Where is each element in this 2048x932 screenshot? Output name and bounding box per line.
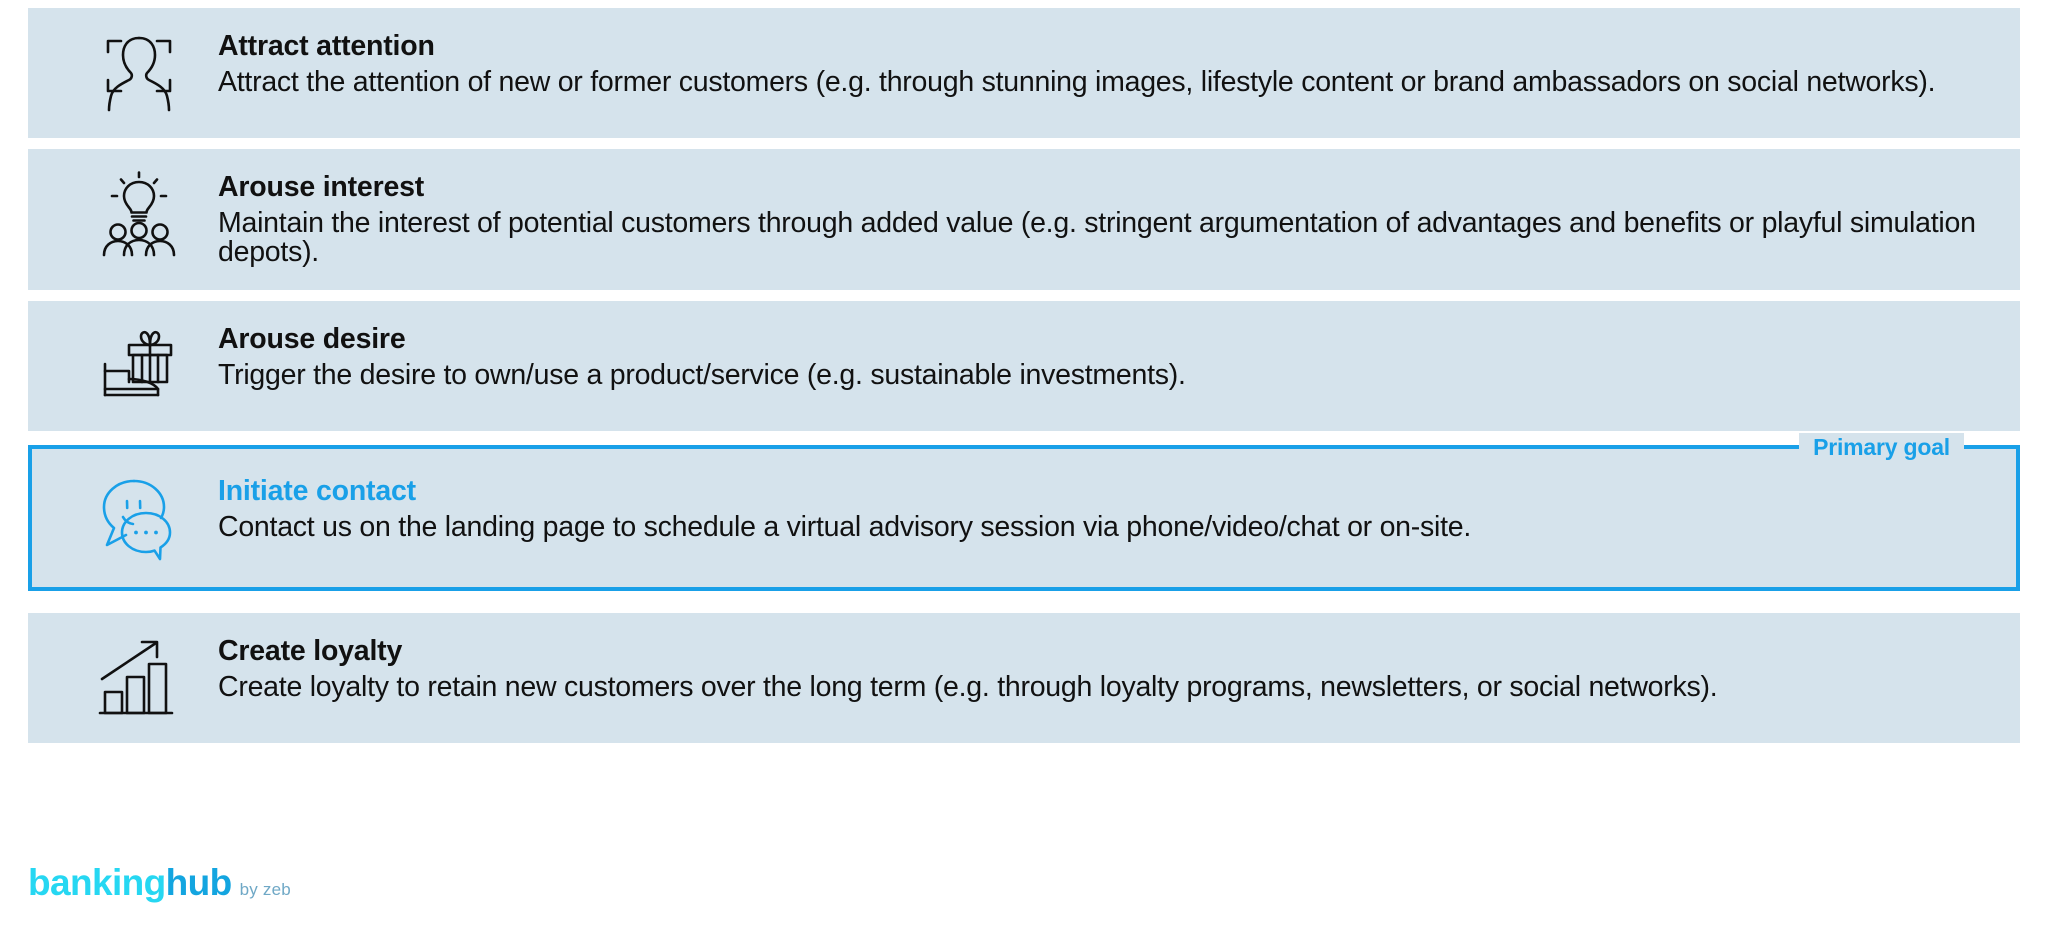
goal-card-title: Initiate contact xyxy=(218,474,416,507)
goal-card-title: Attract attention xyxy=(218,30,435,62)
gift-on-bed-icon xyxy=(68,323,218,409)
lightbulb-over-people-icon xyxy=(68,171,218,257)
goal-card-body: Arouse desire Trigger the desire to own/… xyxy=(218,323,2002,390)
logo-text-banking: banking xyxy=(28,862,166,903)
person-in-frame-icon xyxy=(68,30,218,116)
logo-text-hub: hub xyxy=(165,862,233,903)
goal-card-arouse-interest[interactable]: Arouse interest Maintain the interest of… xyxy=(28,149,2020,290)
speech-bubbles-icon xyxy=(68,475,218,561)
goal-card-title: Arouse desire xyxy=(218,322,406,355)
goal-card-initiate-contact[interactable]: Primary goal Initiate contact xyxy=(28,432,2020,591)
goal-card-create-loyalty[interactable]: Create loyalty Create loyalty to retain … xyxy=(28,612,2020,743)
goal-card-title: Create loyalty xyxy=(218,634,403,667)
goal-card-body: Attract attention Attract the attention … xyxy=(218,30,2002,97)
goal-card-description: Create loyalty to retain new customers o… xyxy=(218,670,1718,703)
goal-card-description: Maintain the interest of potential custo… xyxy=(218,206,1976,269)
logo-text-byzeb: by zeb xyxy=(239,880,291,899)
primary-goal-badge: Primary goal xyxy=(1799,432,1964,461)
growth-bar-chart-icon xyxy=(68,635,218,721)
goal-card-body: Create loyalty Create loyalty to retain … xyxy=(218,635,2002,702)
goal-card-attract-attention[interactable]: Attract attention Attract the attention … xyxy=(28,8,2020,138)
goal-card-body: Initiate contact Contact us on the landi… xyxy=(218,475,1998,542)
goal-card-title: Arouse interest xyxy=(218,171,425,203)
goal-card-description: Contact us on the landing page to schedu… xyxy=(218,510,1472,543)
goal-card-description: Attract the attention of new or former c… xyxy=(218,65,1936,98)
goal-card-description: Trigger the desire to own/use a product/… xyxy=(218,358,1186,391)
goal-card-arouse-desire[interactable]: Arouse desire Trigger the desire to own/… xyxy=(28,300,2020,431)
goal-card-list: Attract attention Attract the attention … xyxy=(28,8,2020,754)
goal-card-body: Arouse interest Maintain the interest of… xyxy=(218,171,2002,268)
